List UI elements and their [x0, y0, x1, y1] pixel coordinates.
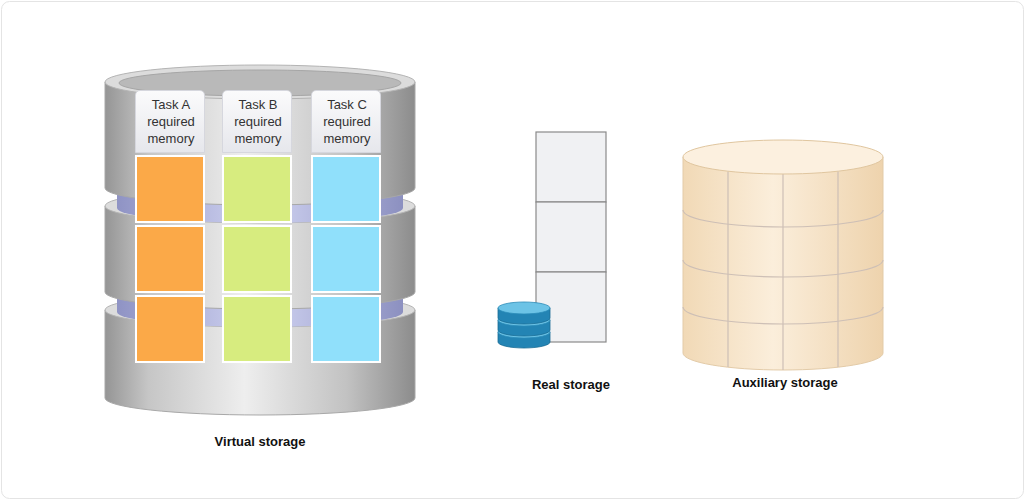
memory-block [222, 155, 292, 223]
grid-line [727, 171, 728, 367]
grid-line [837, 171, 838, 367]
memory-block [311, 225, 381, 293]
cylinder-top [683, 140, 883, 174]
storage-frame [536, 132, 606, 202]
db-disc-top [498, 302, 550, 314]
task-label: Task C required memory [312, 91, 382, 147]
storage-label: Virtual storage [105, 434, 415, 449]
memory-block [135, 295, 205, 363]
real-node: Real storage [495, 130, 647, 395]
storage-label: Real storage [495, 377, 647, 392]
task-label: Task B required memory [223, 91, 293, 147]
storage-label: Auxiliary storage [680, 375, 890, 390]
auxiliary-storage-cylinder [680, 135, 890, 375]
task-label-box: Task C required memory [311, 90, 381, 153]
memory-block [222, 295, 292, 363]
storage-frame [536, 202, 606, 272]
memory-block [222, 225, 292, 293]
task-label: Task A required memory [136, 91, 206, 147]
task-node: Task B required memory [222, 90, 292, 363]
memory-block [311, 295, 381, 363]
cylinder-body [683, 157, 883, 370]
grid-line [782, 174, 783, 370]
aux-node: Auxiliary storage [680, 135, 890, 393]
task-label-box: Task B required memory [222, 90, 292, 153]
task-node: Task C required memory [311, 90, 381, 363]
real-storage-frames [495, 130, 647, 350]
task-node: Task A required memory [135, 90, 205, 363]
memory-block [135, 225, 205, 293]
virtual-node: Virtual storage Task A required memory Tas… [105, 60, 415, 455]
memory-block [135, 155, 205, 223]
memory-block [311, 155, 381, 223]
task-label-box: Task A required memory [135, 90, 205, 153]
database-icon [498, 302, 550, 348]
